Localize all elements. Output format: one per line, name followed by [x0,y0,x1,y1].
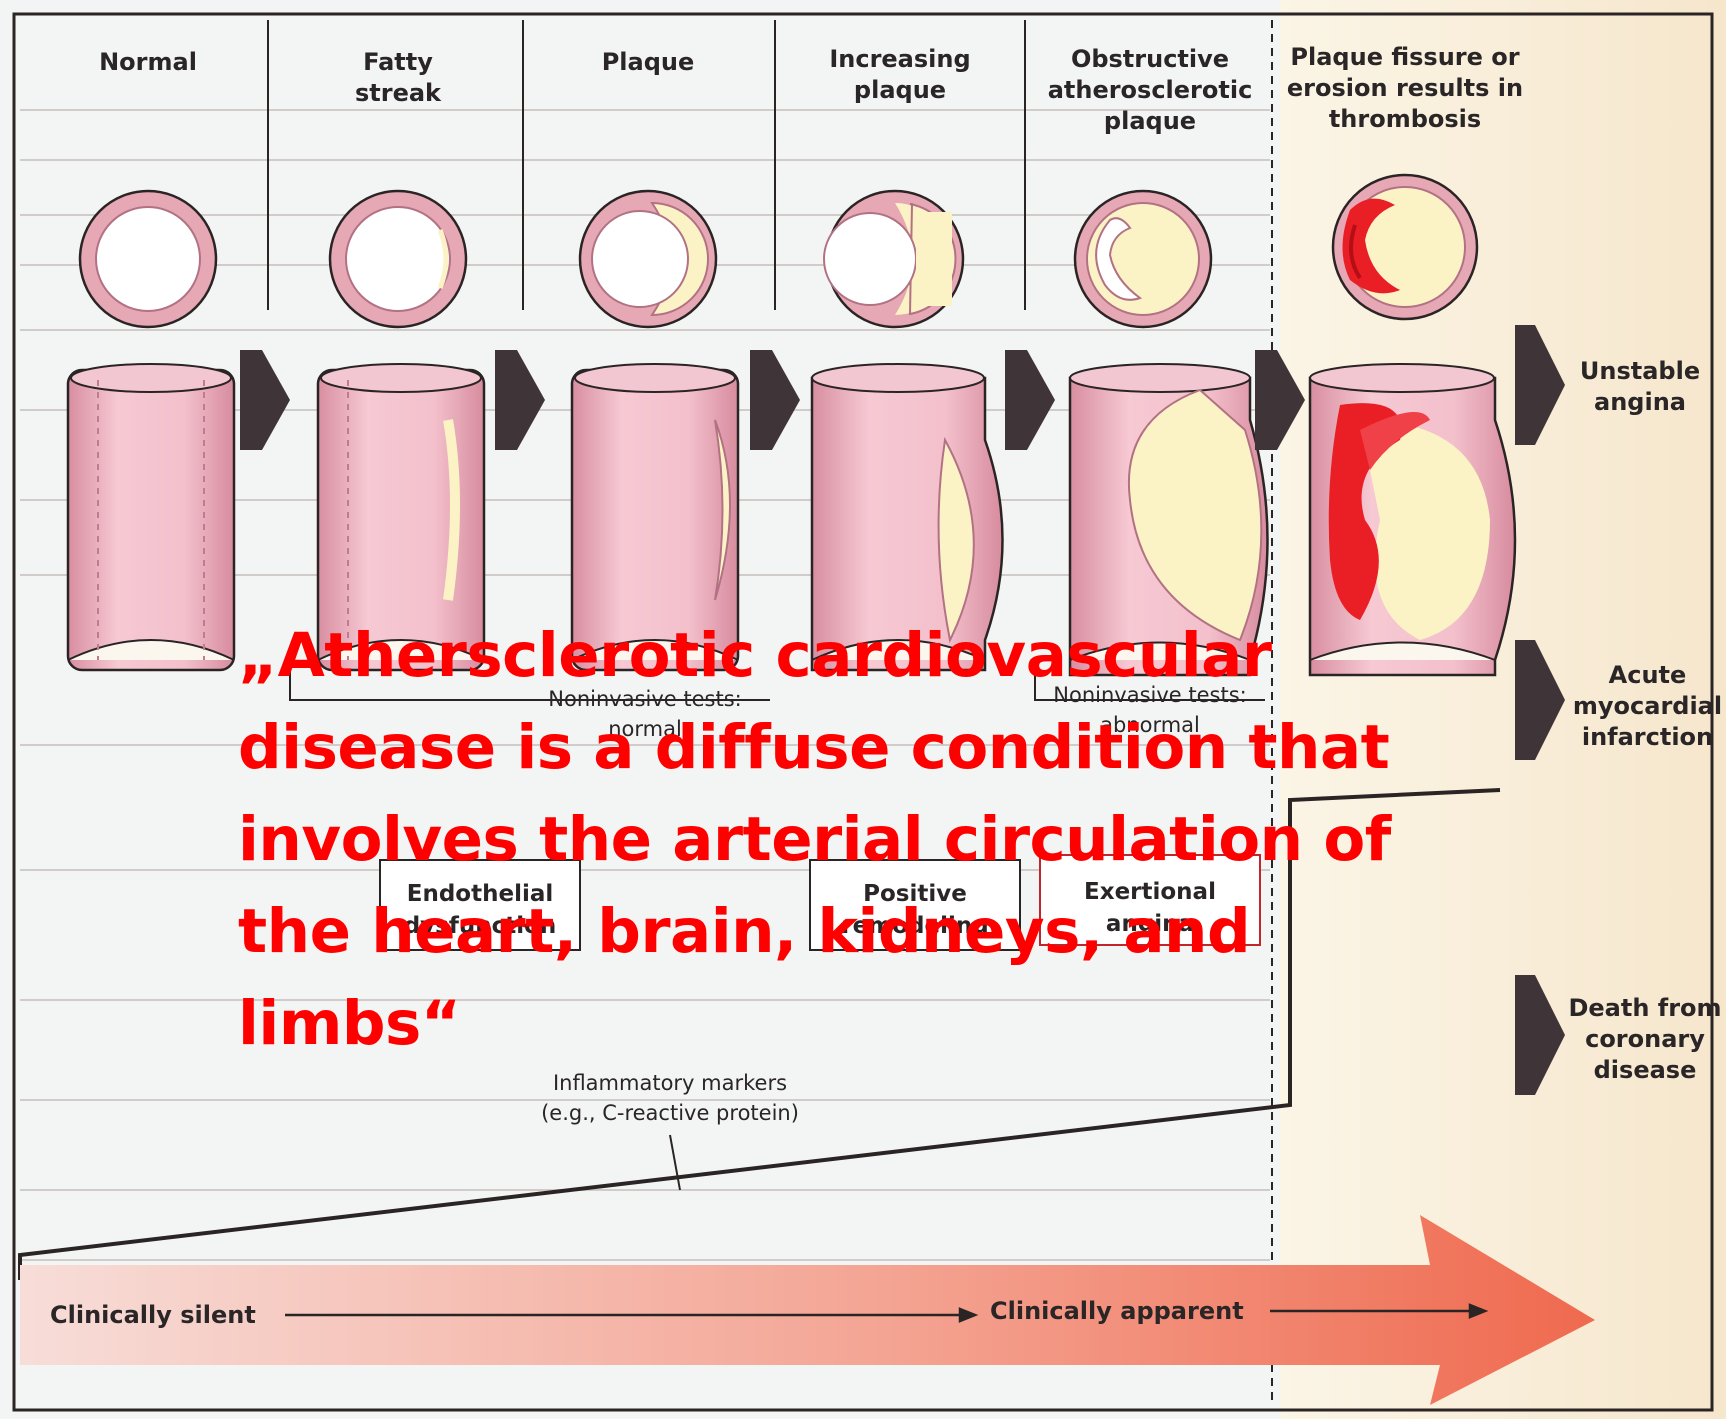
clinically-silent-label: Clinically silent [50,1300,280,1331]
stage-title-fatty-streak: Fatty streak [328,47,468,109]
quote-line-5: limbs“ [238,978,1498,1070]
cross-section-normal [80,191,216,327]
cross-section-obstructive [1075,191,1211,327]
outcome-acute-mi: Acute myocardial infarction [1565,660,1726,753]
quote-line-2: disease is a diffuse condition that [238,702,1498,794]
quote-overlay: „Athersclerotic cardiovascular disease i… [238,610,1498,1070]
stage-title-plaque: Plaque [578,47,718,78]
stage-title-increasing-plaque: Increasing plaque [810,44,990,106]
quote-line-4: the heart, brain, kidneys, and [238,886,1498,978]
vessel-normal [68,364,234,670]
cross-section-increasing-plaque [824,191,963,327]
quote-line-1: „Athersclerotic cardiovascular [238,610,1498,702]
outcome-coronary-death: Death from coronary disease [1560,993,1726,1086]
cross-section-fatty-streak [330,191,466,327]
quote-line-3: involves the arterial circulation of [238,794,1498,886]
stage-title-plaque-fissure: Plaque fissure or erosion results in thr… [1280,42,1530,135]
stage-title-normal: Normal [78,47,218,78]
cross-section-thrombosis [1333,175,1477,319]
inflammatory-markers-label: Inflammatory markers (e.g., C-reactive p… [480,1068,860,1128]
stage-title-obstructive-plaque: Obstructive atherosclerotic plaque [1040,44,1260,137]
clinically-apparent-label: Clinically apparent [990,1296,1260,1327]
cross-section-plaque [580,191,716,327]
outcome-unstable-angina: Unstable angina [1565,356,1715,418]
